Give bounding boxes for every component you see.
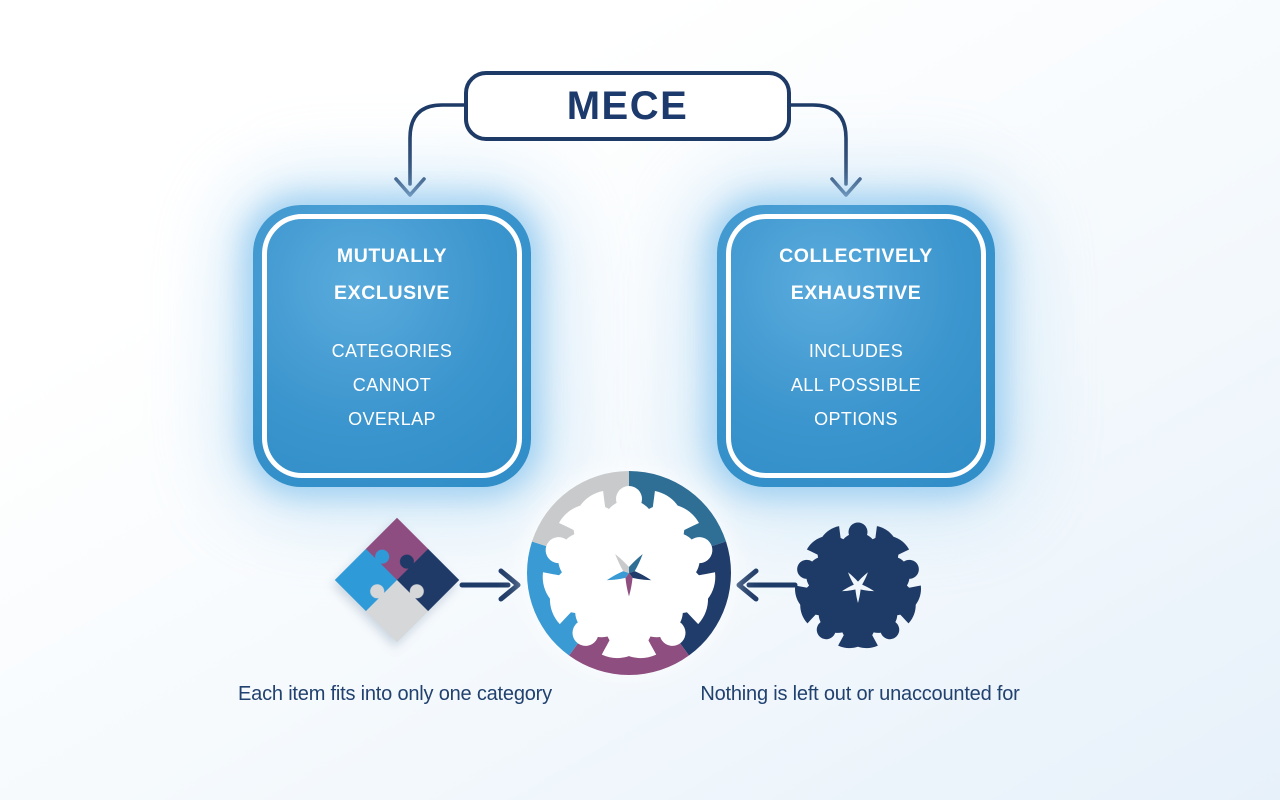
people-unity-icon: [779, 517, 937, 666]
curved-arrow-down-left-icon: [394, 103, 466, 197]
diversity-wheel-icon: [525, 471, 733, 677]
page-title: MECE: [566, 83, 689, 128]
caption-collectively-exhaustive: Nothing is left out or unaccounted for: [700, 683, 1020, 705]
mece-title-box: MECE: [464, 71, 791, 141]
box-title-line: MUTUALLY: [336, 245, 448, 267]
arrow-right-icon: [459, 568, 521, 602]
puzzle-pieces-icon: [334, 517, 460, 643]
box-title-line: COLLECTIVELY: [779, 245, 933, 267]
box-body-line: CANNOT: [352, 375, 432, 395]
navy-figures: [779, 517, 937, 666]
box-body-line: OPTIONS: [814, 409, 898, 429]
box-body-line: INCLUDES: [808, 341, 904, 361]
collectively-exhaustive-box: COLLECTIVELY EXHAUSTIVE INCLUDES ALL POS…: [717, 205, 995, 487]
box-body-line: CATEGORIES: [331, 341, 453, 361]
box-title-line: EXHAUSTIVE: [790, 282, 922, 304]
mutually-exclusive-box: MUTUALLY EXCLUSIVE CATEGORIES CANNOT OVE…: [253, 205, 531, 487]
box-body-line: OVERLAP: [348, 409, 436, 429]
caption-mutually-exclusive: Each item fits into only one category: [238, 683, 552, 705]
curved-arrow-down-right-icon: [789, 103, 862, 197]
box-title-line: EXCLUSIVE: [334, 282, 450, 304]
box-body-line: ALL POSSIBLE: [790, 375, 922, 395]
